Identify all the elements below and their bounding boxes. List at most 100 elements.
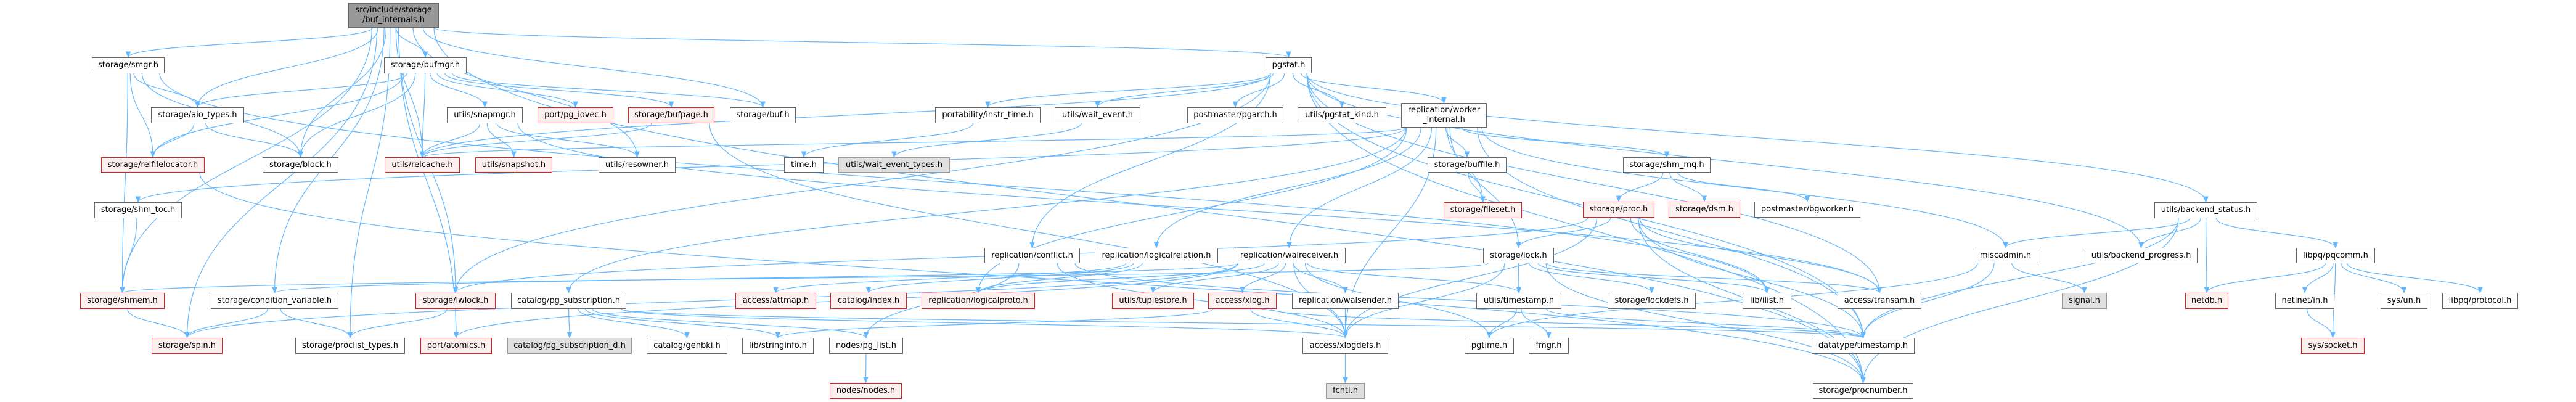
- node-pg-subscription[interactable]: catalog/pg_subscription.h: [511, 293, 626, 309]
- node-lwlock[interactable]: storage/lwlock.h: [415, 293, 496, 309]
- edge-pqcomm-to-netinet_in: [2302, 263, 2334, 294]
- node-time[interactable]: time.h: [784, 157, 824, 173]
- node-tuplestore[interactable]: utils/tuplestore.h: [1112, 293, 1194, 309]
- node-sys-un[interactable]: sys/un.h: [2381, 293, 2427, 309]
- node-smgr[interactable]: storage/smgr.h: [92, 57, 165, 73]
- node-bgworker[interactable]: postmaster/bgworker.h: [1754, 202, 1860, 218]
- node-xlogdefs[interactable]: access/xlogdefs.h: [1302, 338, 1388, 354]
- node-dsm[interactable]: storage/dsm.h: [1669, 202, 1740, 218]
- node-netdb[interactable]: netdb.h: [2185, 293, 2228, 309]
- node-walsender[interactable]: replication/walsender.h: [1292, 293, 1399, 309]
- node-root[interactable]: src/include/storage /buf_internals.h: [348, 3, 439, 28]
- node-ilist[interactable]: lib/ilist.h: [1743, 293, 1791, 309]
- edge-pgstat-to-relcache: [419, 73, 1271, 158]
- edge-shm_mq-to-dsm: [1669, 172, 1707, 203]
- node-pg-subscription-d[interactable]: catalog/pg_subscription_d.h: [507, 338, 632, 354]
- edge-instr_time-to-time: [801, 123, 974, 158]
- node-block[interactable]: storage/block.h: [263, 157, 338, 173]
- node-fmgr[interactable]: fmgr.h: [1529, 338, 1569, 354]
- edge-miscadmin-to-datatype_timestamp: [1860, 263, 1995, 339]
- node-shmem[interactable]: storage/shmem.h: [80, 293, 165, 309]
- node-fileset[interactable]: storage/fileset.h: [1444, 202, 1522, 218]
- edge-worker_internal-to-logicalrelation: [1153, 127, 1421, 249]
- edge-root-to-smgr: [125, 27, 373, 59]
- node-transam[interactable]: access/transam.h: [1838, 293, 1921, 309]
- edge-pgstat-to-instr_time: [985, 73, 1271, 109]
- node-pg-iovec[interactable]: port/pg_iovec.h: [538, 107, 613, 123]
- node-pgtime[interactable]: pgtime.h: [1465, 338, 1514, 354]
- edge-xlog-to-xlogdefs: [1250, 308, 1348, 339]
- node-backend-status[interactable]: utils/backend_status.h: [2154, 202, 2257, 218]
- edge-walreceiver-to-logicalproto: [975, 263, 1265, 294]
- edge-shmem-to-spin: [127, 308, 190, 339]
- edge-root-to-pgstat: [433, 27, 1291, 59]
- node-datatype-timestamp[interactable]: datatype/timestamp.h: [1812, 338, 1915, 354]
- node-genbki[interactable]: catalog/genbki.h: [647, 338, 727, 354]
- node-logicalproto[interactable]: replication/logicalproto.h: [922, 293, 1035, 309]
- node-proc[interactable]: storage/proc.h: [1583, 202, 1654, 218]
- edge-bufmgr-to-snapmgr: [430, 73, 488, 109]
- node-shm-mq[interactable]: storage/shm_mq.h: [1623, 157, 1711, 173]
- node-pqcomm[interactable]: libpq/pqcomm.h: [2296, 248, 2375, 263]
- node-proclist-types[interactable]: storage/proclist_types.h: [295, 338, 405, 354]
- node-stringinfo[interactable]: lib/stringinfo.h: [742, 338, 814, 354]
- node-shm-toc[interactable]: storage/shm_toc.h: [94, 202, 182, 218]
- edge-worker_internal-to-buffile: [1445, 127, 1470, 158]
- node-snapshot[interactable]: utils/snapshot.h: [475, 157, 552, 173]
- edge-pgstat-to-pgstat_kind: [1292, 73, 1345, 109]
- node-buffile[interactable]: storage/buffile.h: [1428, 157, 1507, 173]
- node-protocol[interactable]: libpq/protocol.h: [2442, 293, 2518, 309]
- node-spin[interactable]: storage/spin.h: [152, 338, 223, 354]
- node-atomics[interactable]: port/atomics.h: [420, 338, 492, 354]
- node-wait-event-types[interactable]: utils/wait_event_types.h: [838, 157, 950, 173]
- node-utils-timestamp[interactable]: utils/timestamp.h: [1476, 293, 1561, 309]
- edge-pgstat-to-conflict: [1029, 73, 1271, 249]
- node-walreceiver[interactable]: replication/walreceiver.h: [1233, 248, 1346, 263]
- node-worker-internal[interactable]: replication/worker _internal.h: [1401, 103, 1487, 128]
- node-sys-socket[interactable]: sys/socket.h: [2301, 338, 2365, 354]
- node-relfilelocator[interactable]: storage/relfilelocator.h: [101, 157, 205, 173]
- node-bufmgr[interactable]: storage/bufmgr.h: [384, 57, 467, 73]
- node-relcache[interactable]: utils/relcache.h: [385, 157, 460, 173]
- edge-root-to-atomics: [398, 27, 459, 339]
- node-backend-progress[interactable]: utils/backend_progress.h: [2085, 248, 2198, 263]
- edge-worker_internal-to-lock: [1449, 127, 1521, 249]
- node-signal[interactable]: signal.h: [2062, 293, 2107, 309]
- node-logicalrelation[interactable]: replication/logicalrelation.h: [1095, 248, 1218, 263]
- node-bufpage[interactable]: storage/bufpage.h: [628, 107, 714, 123]
- edge-proc-to-ilist: [1630, 217, 1770, 294]
- node-miscadmin[interactable]: miscadmin.h: [1973, 248, 2038, 263]
- node-pgstat[interactable]: pgstat.h: [1266, 57, 1312, 73]
- edge-lock-to-lockdefs: [1529, 263, 1654, 294]
- node-netinet-in[interactable]: netinet/in.h: [2275, 293, 2334, 309]
- node-lock[interactable]: storage/lock.h: [1483, 248, 1554, 263]
- edge-backend_status-to-pqcomm: [2215, 218, 2339, 249]
- node-pgstat-kind[interactable]: utils/pgstat_kind.h: [1298, 107, 1386, 123]
- node-resowner[interactable]: utils/resowner.h: [599, 157, 676, 173]
- node-buf[interactable]: storage/buf.h: [730, 107, 796, 123]
- edge-utils_timestamp-to-datatype_timestamp: [1546, 308, 1866, 339]
- node-condition-variable[interactable]: storage/condition_variable.h: [211, 293, 338, 309]
- node-pg-list[interactable]: nodes/pg_list.h: [829, 338, 903, 354]
- node-instr-time[interactable]: portability/instr_time.h: [935, 107, 1041, 123]
- node-index[interactable]: catalog/index.h: [830, 293, 907, 309]
- edge-worker_internal-to-shm_mq: [1461, 127, 1670, 158]
- node-conflict[interactable]: replication/conflict.h: [984, 248, 1080, 263]
- node-xlog[interactable]: access/xlog.h: [1208, 293, 1277, 309]
- edge-snapmgr-to-snapshot: [486, 123, 517, 158]
- node-snapmgr[interactable]: utils/snapmgr.h: [447, 107, 523, 123]
- edge-pg_subscription-to-stringinfo: [585, 308, 781, 339]
- node-attmap[interactable]: access/attmap.h: [735, 293, 816, 309]
- node-nodes[interactable]: nodes/nodes.h: [830, 383, 902, 399]
- node-procnumber[interactable]: storage/procnumber.h: [1813, 383, 1913, 399]
- edge-smgr-to-shmem: [120, 73, 128, 294]
- node-wait-event[interactable]: utils/wait_event.h: [1055, 107, 1140, 123]
- edge-snapmgr-to-transam: [517, 123, 1883, 294]
- node-pgarch[interactable]: postmaster/pgarch.h: [1187, 107, 1283, 123]
- edge-pg_subscription-to-datatype_timestamp: [621, 308, 1865, 339]
- node-fcntl[interactable]: fcntl.h: [1326, 383, 1365, 399]
- node-aio-types[interactable]: storage/aio_types.h: [151, 107, 244, 123]
- edge-lwlock-to-proclist_types: [347, 308, 448, 339]
- node-lockdefs[interactable]: storage/lockdefs.h: [1608, 293, 1696, 309]
- edge-bufmgr-to-relcache: [419, 73, 426, 158]
